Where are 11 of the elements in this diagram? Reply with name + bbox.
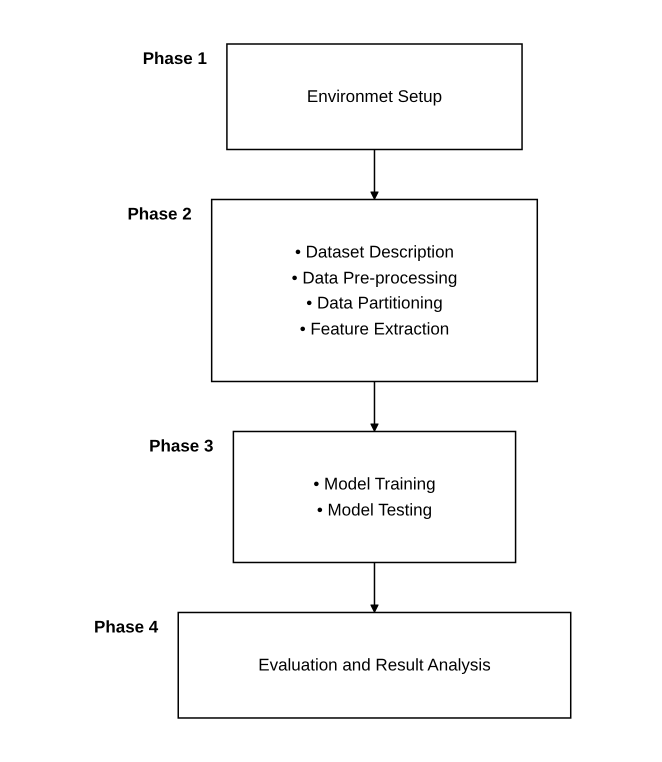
arrow [370, 382, 379, 432]
node-box: • Dataset Description • Data Pre-processing • Data Partitioning • Feature Extraction [210, 198, 538, 382]
phase-label: Phase 2 [127, 204, 192, 224]
phase-label: Phase 1 [142, 49, 207, 68]
node-box: Evaluation and Result Analysis [177, 612, 572, 719]
phase-label: Phase 3 [148, 436, 214, 456]
phase-label: Phase 4 [94, 617, 158, 636]
node-box: • Model Training • Model Testing [232, 430, 516, 564]
node-box: Environmet Setup [226, 43, 522, 150]
arrow [370, 562, 379, 613]
arrow [370, 150, 379, 200]
